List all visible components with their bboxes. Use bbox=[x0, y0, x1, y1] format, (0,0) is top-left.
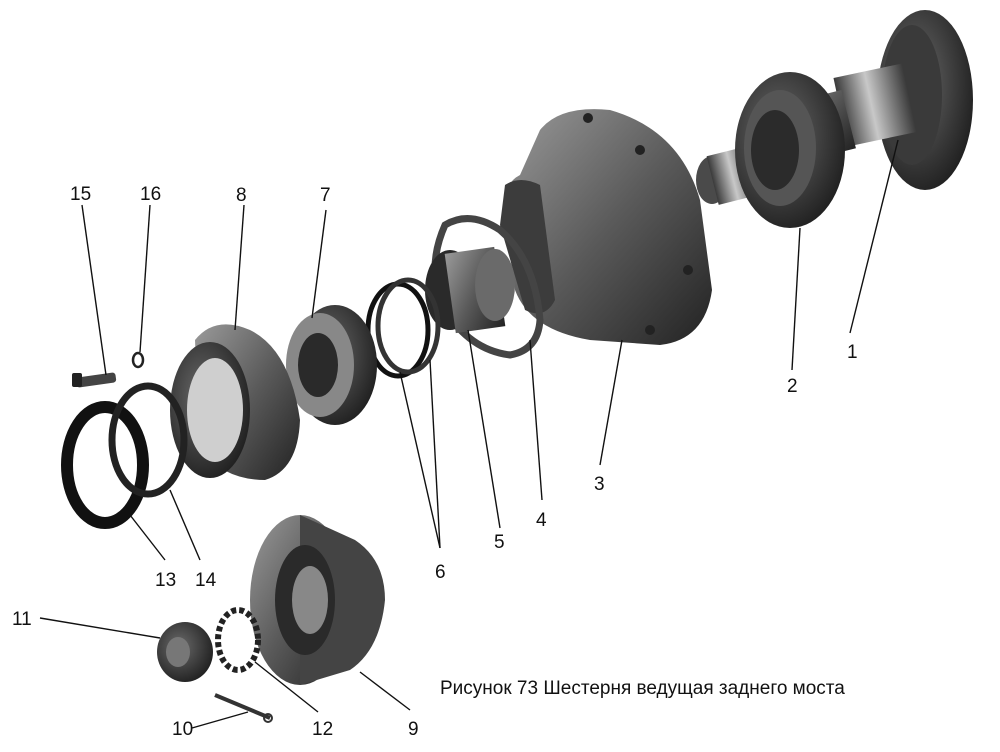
callout-9: 9 bbox=[408, 719, 419, 740]
leader-12 bbox=[254, 661, 319, 713]
figure-caption: Рисунок 73 Шестерня ведущая заднего мост… bbox=[440, 678, 845, 699]
leader-11 bbox=[39, 617, 161, 639]
callout-8: 8 bbox=[236, 185, 247, 206]
callout-13: 13 bbox=[155, 570, 176, 591]
callout-2: 2 bbox=[787, 376, 798, 397]
part-14-ring bbox=[108, 382, 188, 498]
leader-5 bbox=[467, 329, 501, 529]
leader-lines bbox=[39, 139, 899, 729]
callout-7: 7 bbox=[320, 185, 331, 206]
callout-6: 6 bbox=[435, 562, 446, 583]
leader-14 bbox=[169, 489, 201, 561]
leader-3 bbox=[599, 339, 623, 466]
part-15-bolt bbox=[72, 372, 117, 388]
leader-10 bbox=[191, 711, 249, 729]
part-13-ring bbox=[61, 401, 149, 529]
leader-15 bbox=[81, 204, 107, 376]
part-2-roller-bearing bbox=[735, 72, 845, 228]
part-9-flange bbox=[250, 515, 385, 685]
callout-labels: 1 2 3 4 5 6 7 8 9 10 11 12 13 14 15 16 bbox=[12, 184, 858, 740]
callout-16: 16 bbox=[140, 184, 161, 205]
part-7-tapered-bearing bbox=[286, 305, 377, 425]
callout-1: 1 bbox=[847, 342, 858, 363]
callout-3: 3 bbox=[594, 474, 605, 495]
part-16-washer bbox=[131, 351, 145, 369]
callout-14: 14 bbox=[195, 570, 217, 591]
callout-5: 5 bbox=[494, 532, 505, 553]
part-10-cotter-pin bbox=[214, 693, 273, 723]
part-11-nut bbox=[157, 622, 213, 682]
callout-15: 15 bbox=[70, 184, 91, 205]
leader-13 bbox=[129, 514, 166, 561]
callout-12: 12 bbox=[312, 719, 333, 740]
leader-8 bbox=[234, 204, 245, 331]
leader-16 bbox=[139, 204, 151, 353]
leader-2 bbox=[791, 227, 801, 371]
leader-9 bbox=[359, 671, 411, 711]
leader-1 bbox=[849, 139, 899, 334]
callout-4: 4 bbox=[536, 510, 547, 531]
part-8-cup-housing bbox=[170, 324, 300, 480]
leader-6a bbox=[399, 371, 441, 549]
callout-11: 11 bbox=[12, 609, 32, 630]
leader-6b bbox=[429, 359, 441, 549]
callout-10: 10 bbox=[172, 719, 193, 740]
part-12-lock-washer bbox=[215, 607, 261, 673]
leader-4 bbox=[529, 339, 543, 501]
leader-7 bbox=[311, 209, 327, 319]
part-3-housing bbox=[500, 109, 712, 345]
part-6-shims bbox=[365, 277, 441, 379]
